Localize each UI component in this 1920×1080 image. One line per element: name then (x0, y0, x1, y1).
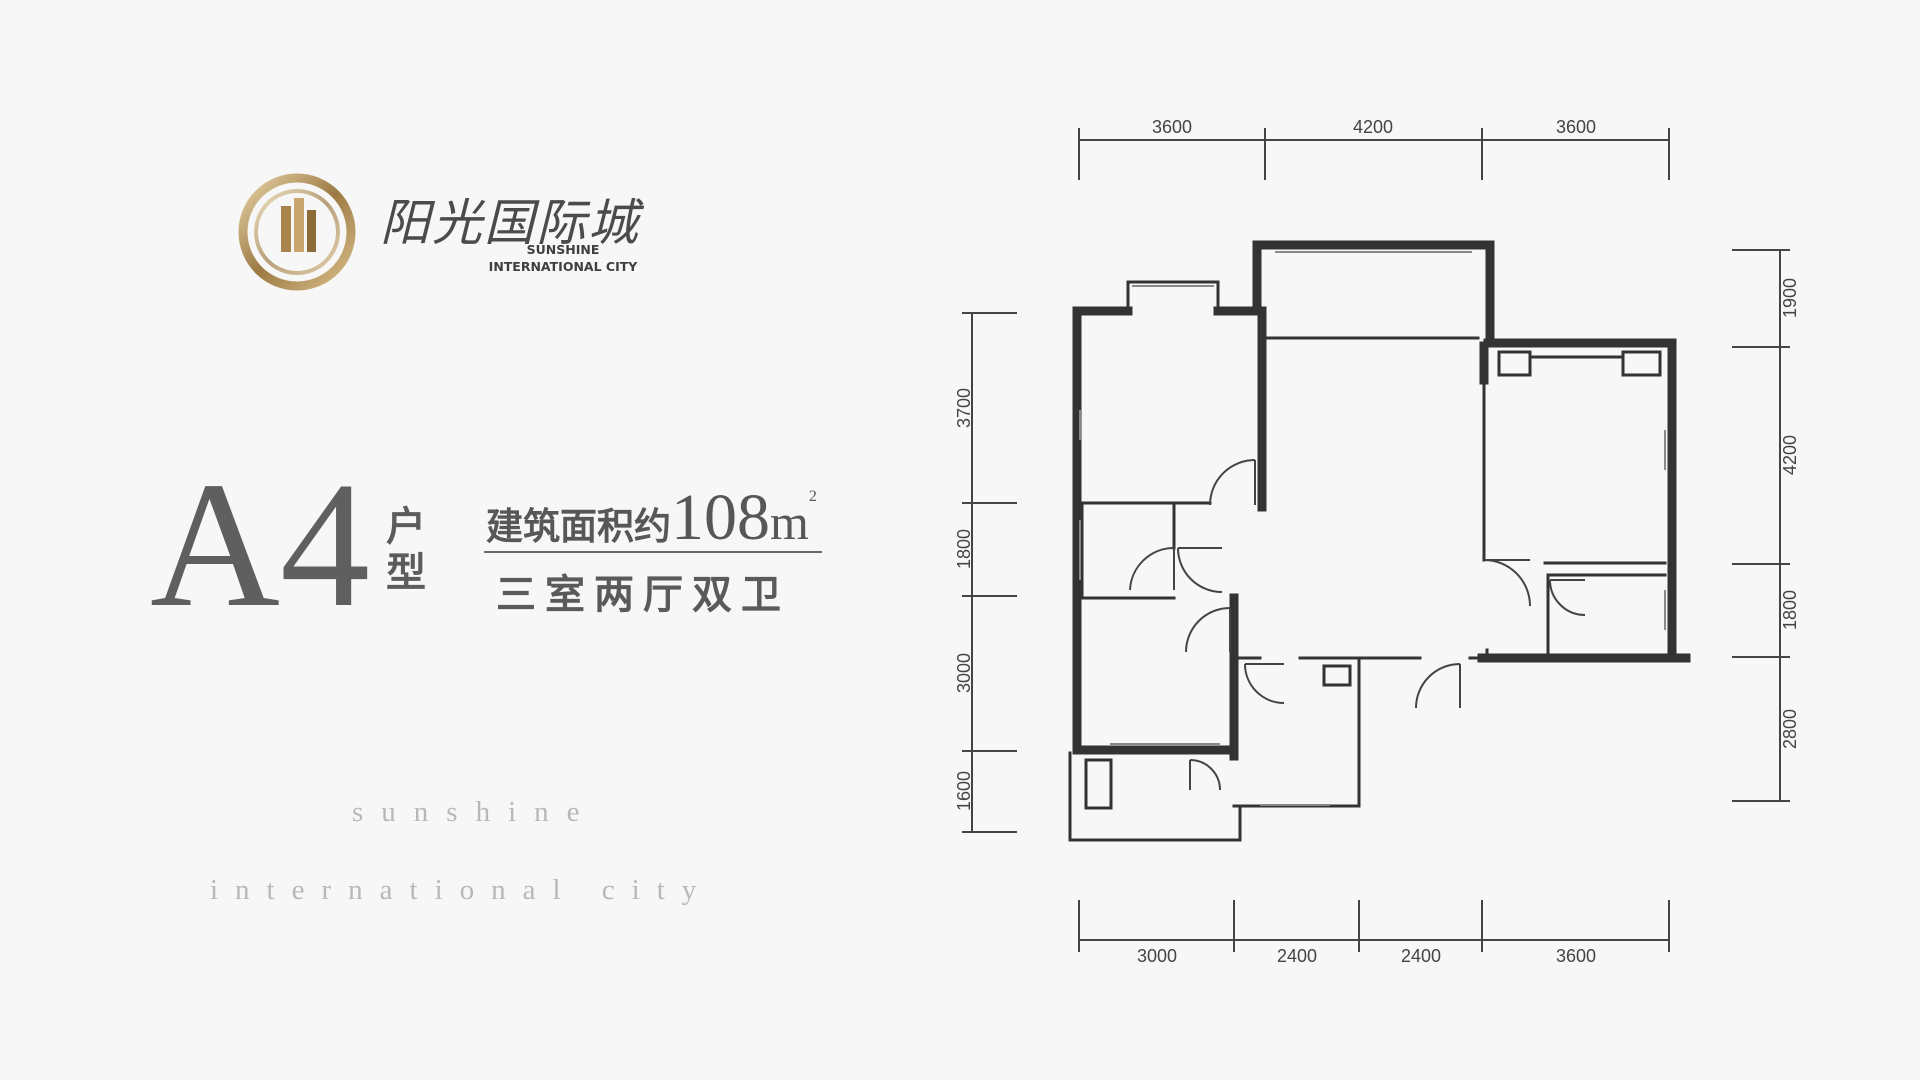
dim-left-4: 1600 (954, 771, 974, 811)
area-unit-superscript: 2 (808, 488, 817, 505)
dim-right-1: 1900 (1780, 278, 1800, 318)
dim-bottom-4: 3600 (1556, 946, 1596, 966)
dim-bottom-2: 2400 (1277, 946, 1317, 966)
area-value: 108 (671, 481, 770, 554)
room-layout: 三室两厅双卫 (496, 571, 790, 618)
dim-right-3: 1800 (1780, 590, 1800, 630)
dimension-lines (962, 128, 1790, 952)
dim-bottom-3: 2400 (1401, 946, 1441, 966)
floor-area: 建筑面积约108m2 (486, 480, 817, 556)
brand-name-en: SUNSHINE INTERNATIONAL CITY (433, 241, 693, 275)
dim-left-3: 3000 (954, 653, 974, 693)
logo-ring-icon (238, 173, 356, 291)
brand-name-cn: 阳光国际城 (380, 194, 640, 252)
dim-top-3: 3600 (1556, 117, 1596, 137)
walls (1068, 240, 1691, 842)
unit-type-code: A4 (150, 445, 370, 644)
brand-name-en-line1: SUNSHINE (526, 242, 600, 257)
windows (1079, 251, 1666, 806)
dim-top-1: 3600 (1152, 117, 1192, 137)
dim-right-2: 4200 (1780, 435, 1800, 475)
dim-top-2: 4200 (1353, 117, 1393, 137)
area-unit: m (770, 494, 809, 550)
divider-line (484, 551, 822, 553)
dim-left-2: 1800 (954, 529, 974, 569)
dim-left-1: 3700 (954, 388, 974, 428)
dim-right-4: 2800 (1780, 709, 1800, 749)
decor-text-sunshine: sunshine (352, 796, 598, 828)
decor-text-international-city: international city (210, 874, 714, 906)
dimension-labels: 3600 4200 3600 3000 2400 2400 3600 3700 … (954, 117, 1800, 966)
brand-logo: 阳光国际城 SUNSHINE INTERNATIONAL CITY (235, 165, 755, 295)
dim-bottom-1: 3000 (1137, 946, 1177, 966)
doors (1129, 459, 1586, 791)
unit-type-suffix: 户型 (386, 503, 426, 596)
area-prefix: 建筑面积约 (486, 504, 671, 548)
brand-name-en-line2: INTERNATIONAL CITY (488, 259, 638, 274)
